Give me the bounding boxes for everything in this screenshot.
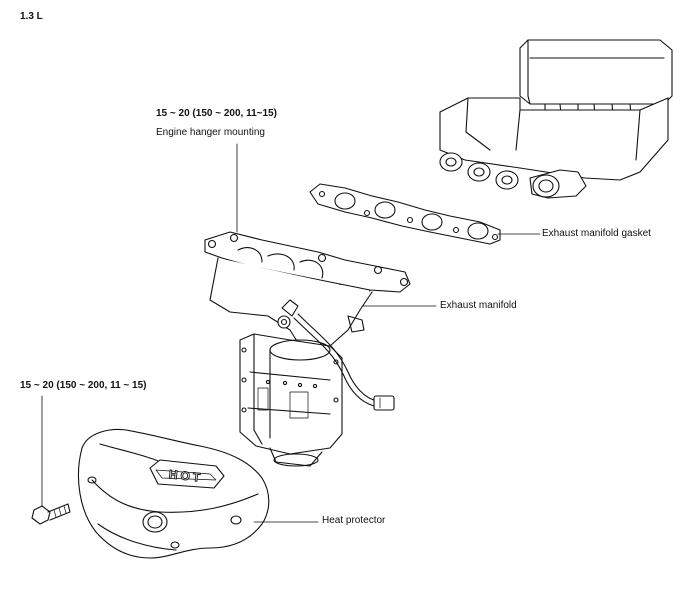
hot-stamp-text: HOT xyxy=(168,467,204,485)
heat-protector-label: Heat protector xyxy=(322,515,386,526)
exhaust-manifold-label: Exhaust manifold xyxy=(440,300,517,311)
exhaust-manifold-illustration xyxy=(204,231,411,347)
page-title: 1.3 L xyxy=(20,11,43,22)
catalytic-converter-illustration xyxy=(239,333,343,467)
exhaust-manifold-gasket-illustration xyxy=(309,183,501,245)
cylinder-head-illustration xyxy=(439,39,673,199)
mounting-bolt-illustration xyxy=(31,503,71,525)
leader-lines xyxy=(41,143,541,523)
heat-protector-illustration xyxy=(77,428,270,559)
hanger-torque-spec: 15 ~ 20 (150 ~ 200, 11~15) xyxy=(156,108,277,119)
engine-hanger-mounting-label: Engine hanger mounting xyxy=(156,127,265,138)
bolt-torque-spec: 15 ~ 20 (150 ~ 200, 11 ~ 15) xyxy=(20,380,147,391)
exhaust-manifold-gasket-label: Exhaust manifold gasket xyxy=(542,228,651,239)
oxygen-sensor-illustration xyxy=(281,299,395,411)
